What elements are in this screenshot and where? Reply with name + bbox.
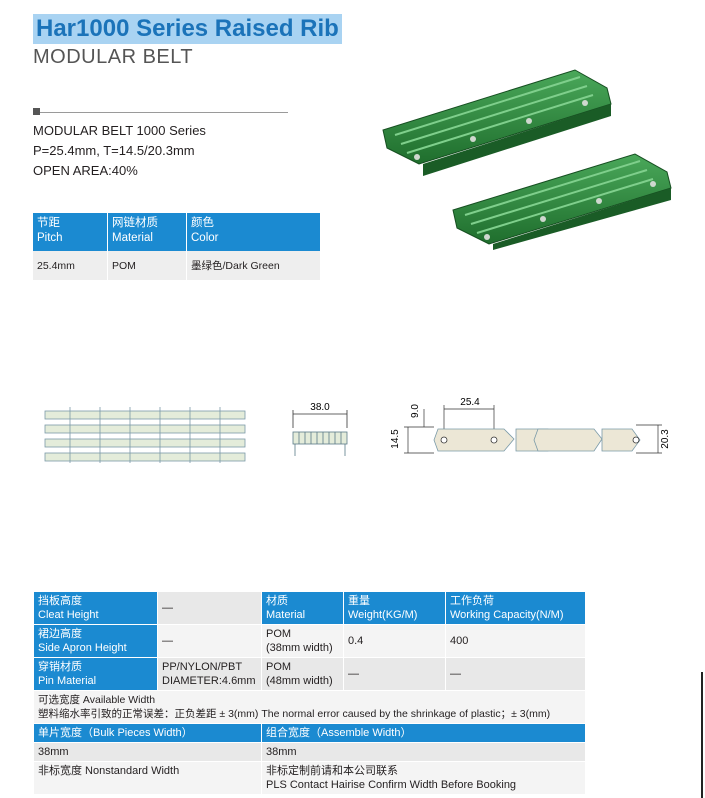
cleat-height-value: — [157,591,262,625]
dim-top-label: 9.0 [410,404,421,418]
dim-width-label: 38.0 [310,402,330,413]
page-edge-bar [701,672,703,798]
dim-thickness-label: 14.5 [390,429,401,449]
side-apron-value: — [157,624,262,658]
nonstandard-width-label: 非标宽度 Nonstandard Width [33,761,262,795]
divider-marker [33,108,40,115]
assemble-width-header: 组合宽度（Assemble Width） [261,723,586,743]
cell-material: POM [107,251,187,280]
spec-dimensions: P=25.4mm, T=14.5/20.3mm [33,143,195,158]
spec-series: MODULAR BELT 1000 Series [33,123,206,138]
cell-color: 墨绿色/Dark Green [186,251,321,280]
assemble-width-value: 38mm [261,742,586,762]
dim-total-label: 20.3 [660,429,671,449]
page-title: Har1000 Series Raised Rib [33,14,342,44]
belt-lower-section [452,153,672,250]
weight-value-2: — [343,657,446,691]
bulk-width-header: 单片宽度（Bulk Pieces Width） [33,723,262,743]
belt-product-image [382,69,672,250]
capacity-value-1: 400 [445,624,586,658]
weight-value-1: 0.4 [343,624,446,658]
cell-pitch: 25.4mm [33,251,108,280]
divider [33,112,288,113]
bulk-width-value: 38mm [33,742,262,762]
dim-pitch-label: 25.4 [460,397,480,408]
material-value-1: POM(38mm width) [261,624,344,658]
page-subtitle: MODULAR BELT [33,46,194,68]
belt-front-view-drawing: 38.0 [292,402,348,456]
spec-open-area: OPEN AREA:40% [33,163,138,178]
belt-profile-drawing: 9.0 14.5 20.3 25.4 [390,397,671,454]
capacity-value-2: — [445,657,586,691]
belt-top-view-drawing [44,407,246,463]
belt-upper-section [382,69,612,176]
material-value-2: POM(48mm width) [261,657,344,691]
